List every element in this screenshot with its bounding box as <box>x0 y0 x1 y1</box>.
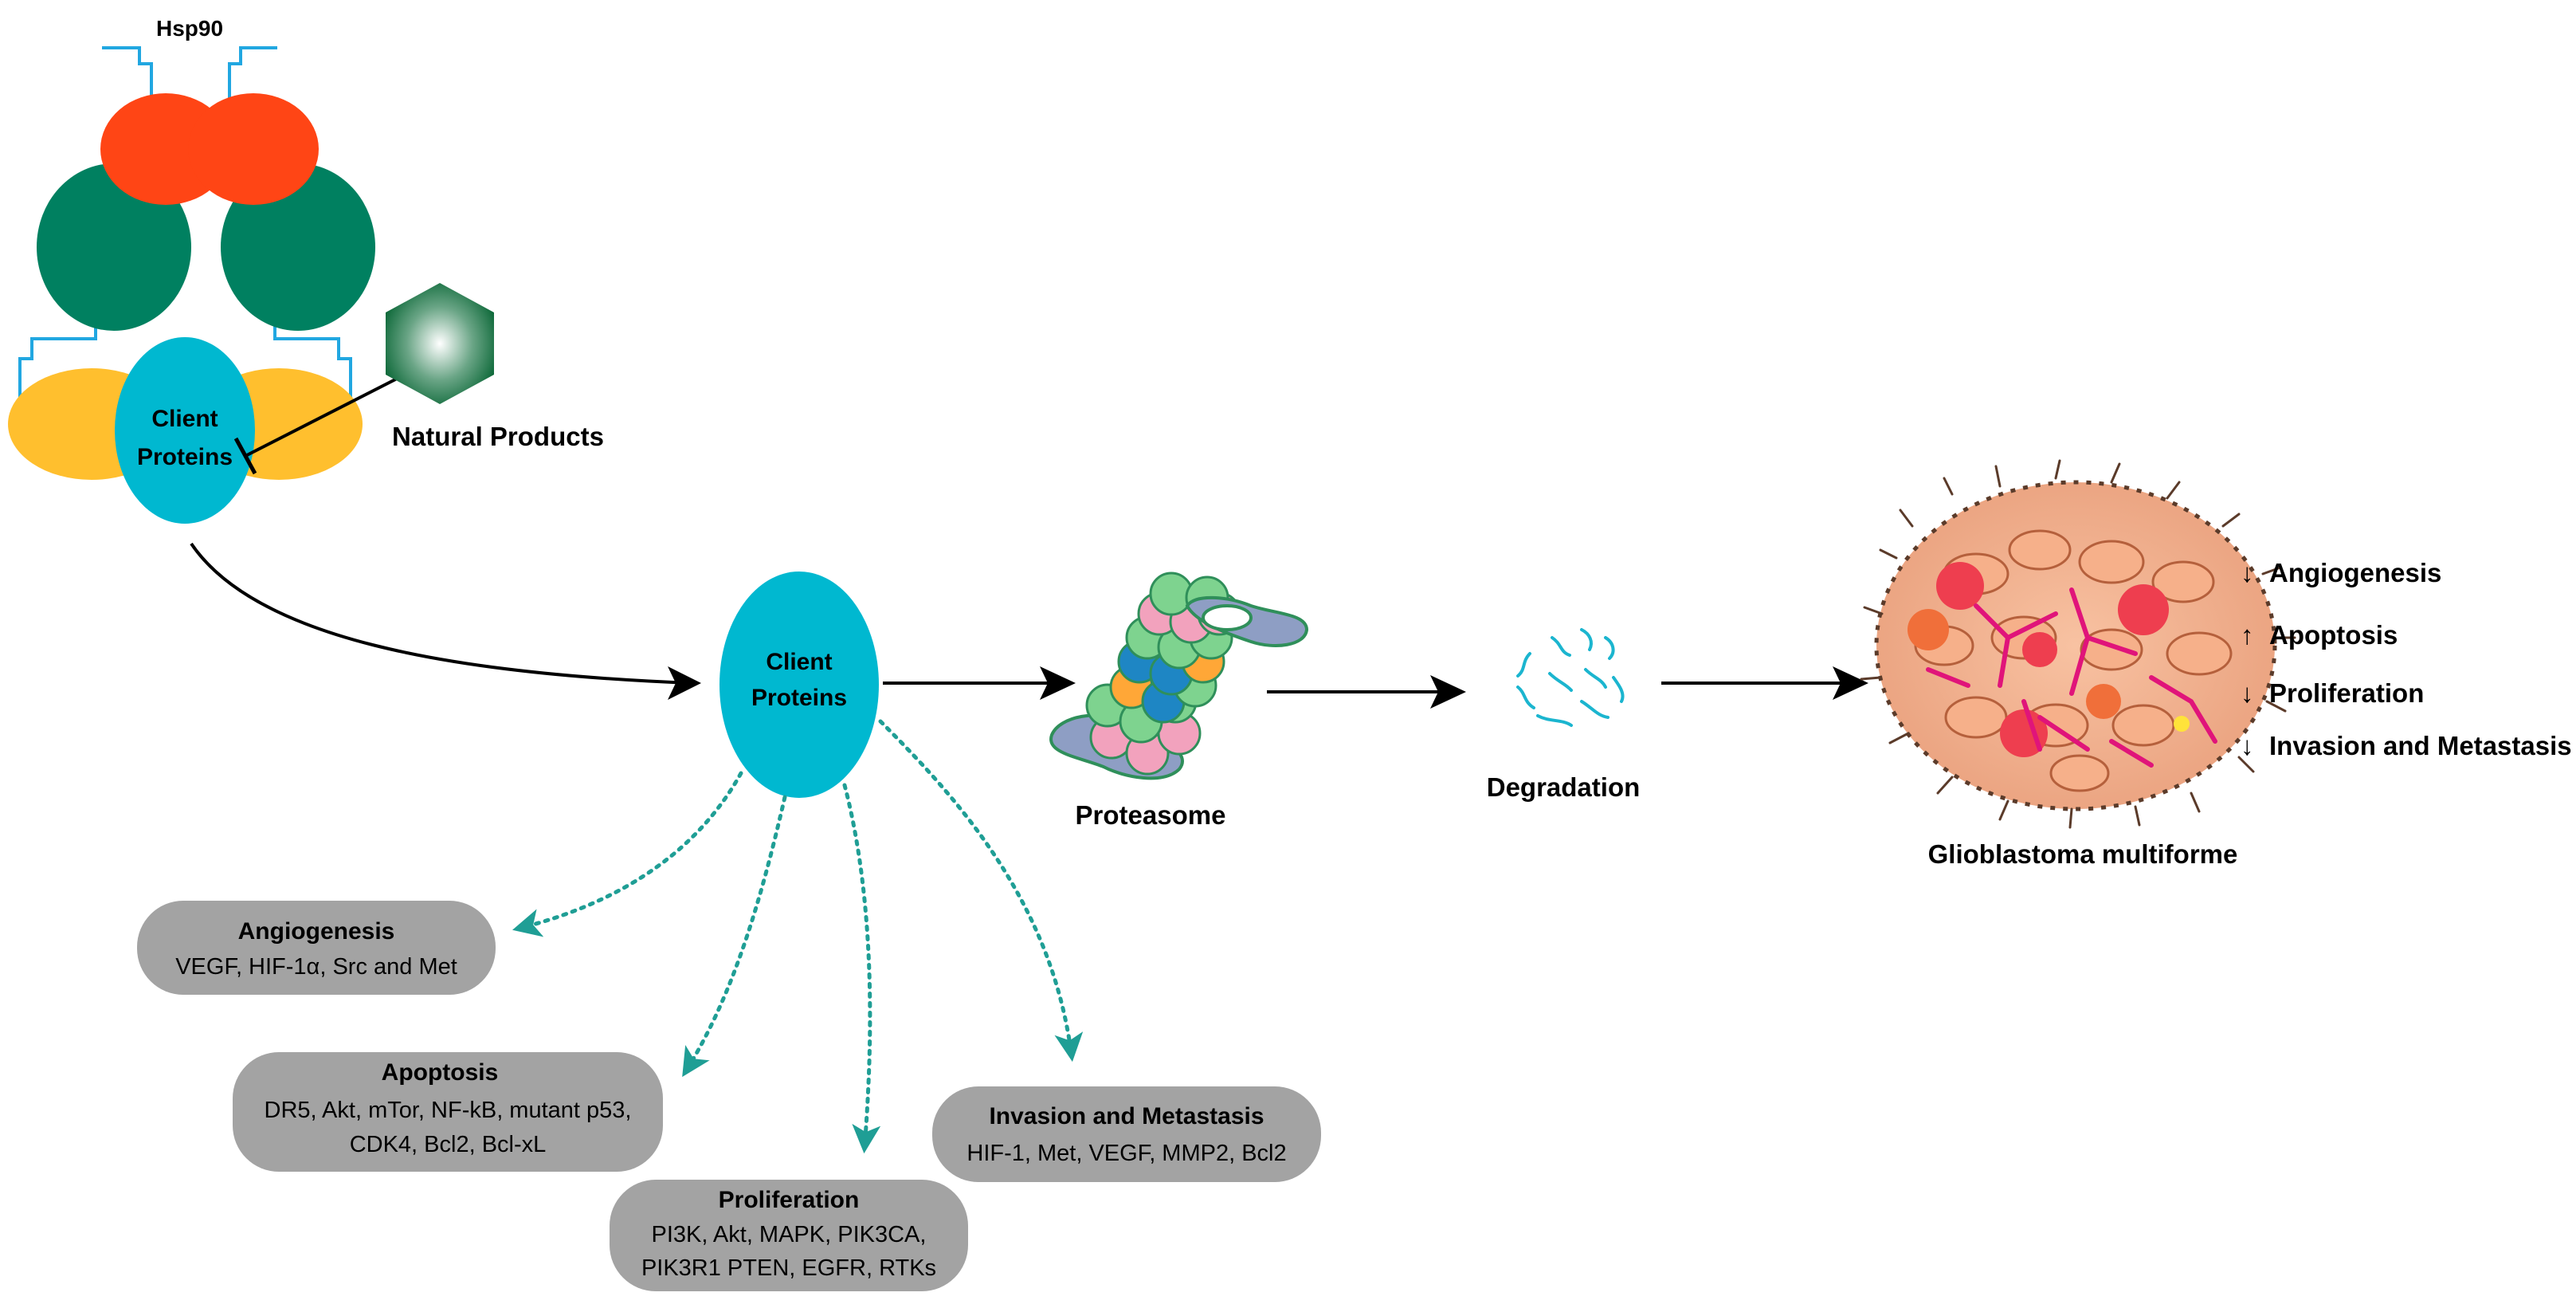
proteasome-core <box>1085 572 1241 776</box>
box-apoptosis-line-1: DR5, Akt, mTor, NF-kB, mutant p53, <box>265 1098 632 1123</box>
box-invasion: Invasion and Metastasis HIF-1, Met, VEGF… <box>932 1086 1321 1182</box>
client-proteins-center-label-2: Proteins <box>751 685 847 711</box>
glioblastoma-processes <box>1860 459 2296 829</box>
outcome-arrow-invasion: ↓ <box>2241 731 2254 760</box>
box-angiogenesis-line-1: VEGF, HIF-1α, Src and Met <box>175 954 457 980</box>
hsp90-label: Hsp90 <box>156 16 223 41</box>
glioblastoma-cells <box>1914 529 2233 792</box>
box-proliferation: Proliferation PI3K, Akt, MAPK, PIK3CA, P… <box>610 1180 968 1291</box>
dotted-arrow-apoptosis <box>682 795 787 1078</box>
box-angiogenesis: Angiogenesis VEGF, HIF-1α, Src and Met <box>137 901 496 995</box>
outcome-label-proliferation: Proliferation <box>2269 678 2424 708</box>
client-proteins-bound <box>115 337 255 524</box>
outcome-label-invasion: Invasion and Metastasis <box>2269 731 2572 760</box>
outcomes-list: ↓ Angiogenesis ↑ Apoptosis ↓ Proliferati… <box>2241 558 2572 760</box>
natural-products-label: Natural Products <box>392 422 604 451</box>
degradation-fragments-icon <box>1516 628 1625 727</box>
client-proteins-bound-label-2: Proteins <box>137 444 233 470</box>
outcome-arrow-angiogenesis: ↓ <box>2241 558 2254 587</box>
degradation-label: Degradation <box>1487 772 1641 802</box>
hsp90-linker-bottom-left <box>18 319 97 414</box>
box-invasion-line-1: HIF-1, Met, VEGF, MMP2, Bcl2 <box>966 1141 1286 1166</box>
proteasome-icon: Proteasome <box>1049 572 1309 830</box>
client-proteins-bound-label-1: Client <box>151 406 218 432</box>
arrow-head-degradation <box>1430 675 1466 709</box>
hsp90-linker-top-left <box>102 46 153 100</box>
box-invasion-bg <box>932 1086 1321 1182</box>
box-proliferation-line-1: PI3K, Akt, MAPK, PIK3CA, <box>652 1222 927 1247</box>
client-proteins-center-label-1: Client <box>766 649 832 675</box>
outcome-label-angiogenesis: Angiogenesis <box>2269 558 2441 587</box>
natural-products: Natural Products <box>386 283 604 451</box>
inhibition-bar <box>233 437 257 475</box>
glioblastoma-icon: Glioblastoma multiforme <box>1860 459 2296 869</box>
hsp90-md-right <box>221 163 375 331</box>
natural-products-hexagon-icon <box>386 283 494 404</box>
arrow-head-glioblastoma <box>1833 666 1868 700</box>
outcome-label-apoptosis: Apoptosis <box>2269 620 2398 650</box>
glioblastoma-vessels <box>1926 587 2217 768</box>
hsp90-linker-top-right <box>228 46 277 100</box>
box-proliferation-line-2: PIK3R1 PTEN, EGFR, RTKs <box>641 1255 936 1281</box>
inhibition-line <box>245 373 406 458</box>
proteasome-cap-top-hole <box>1202 604 1253 631</box>
proteasome-label: Proteasome <box>1076 800 1226 830</box>
box-angiogenesis-bg <box>137 901 496 995</box>
dotted-arrow-invasion <box>878 719 1084 1063</box>
client-proteins-center-ellipse <box>719 572 879 798</box>
box-proliferation-title: Proliferation <box>719 1187 860 1213</box>
arrow-head-client <box>668 666 701 700</box>
dotted-arrow-angiogenesis <box>512 771 743 937</box>
hsp90-md-left <box>37 163 191 331</box>
arrow-head-proteasome <box>1040 666 1076 700</box>
glioblastoma-label: Glioblastoma multiforme <box>1928 839 2238 869</box>
box-apoptosis: Apoptosis DR5, Akt, mTor, NF-kB, mutant … <box>233 1052 663 1172</box>
outcome-arrow-apoptosis: ↑ <box>2241 620 2254 650</box>
dotted-arrow-proliferation <box>842 783 881 1154</box>
box-angiogenesis-title: Angiogenesis <box>238 918 395 945</box>
hsp90-complex: Hsp90 Client Proteins <box>8 16 406 524</box>
client-proteins-center: Client Proteins <box>719 572 879 798</box>
box-invasion-title: Invasion and Metastasis <box>989 1103 1264 1129</box>
hsp90-ntd-right <box>188 93 319 205</box>
dotted-arrows <box>512 719 1084 1154</box>
outcome-arrow-proliferation: ↓ <box>2241 678 2254 708</box>
box-proliferation-bg <box>610 1180 968 1291</box>
hsp90-linker-bottom-right <box>273 319 352 414</box>
box-apoptosis-line-2: CDK4, Bcl2, Bcl-xL <box>350 1132 547 1157</box>
arrow-to-client-proteins <box>190 542 692 687</box>
glioblastoma-red-cells <box>1907 562 2190 757</box>
box-apoptosis-bg <box>233 1052 663 1172</box>
box-apoptosis-title: Apoptosis <box>382 1059 499 1086</box>
